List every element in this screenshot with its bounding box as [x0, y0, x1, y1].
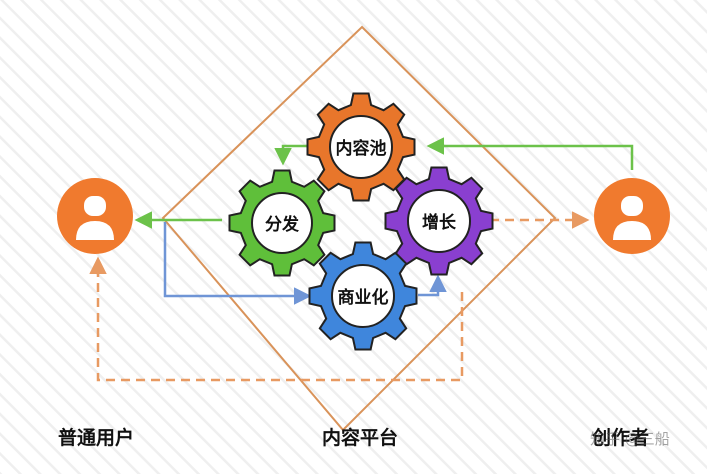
- gear-label-distribution: 分发: [265, 214, 300, 235]
- user-icon: [613, 196, 651, 240]
- platform-diamond: [161, 25, 557, 432]
- user-icon: [76, 196, 114, 240]
- gear-growth: 增长: [384, 166, 494, 276]
- gear-label-growth: 增长: [422, 212, 457, 233]
- creator-node: [594, 178, 670, 254]
- watermark: 知乎 @三船: [590, 430, 670, 448]
- label-creator: 创作者: [592, 427, 650, 449]
- label-ordinary-users: 普通用户: [58, 427, 135, 449]
- arrow-pool-to-distribution: [274, 144, 312, 166]
- gear-distribution: 分发: [228, 169, 336, 277]
- gear-label-monetization: 商业化: [338, 287, 389, 308]
- gear-monetization: 商业化: [308, 241, 418, 351]
- ordinary-user-node: [57, 178, 133, 254]
- gear-content-pool: 内容池: [306, 92, 416, 202]
- arrow-creator-to-pool: [426, 137, 634, 170]
- label-content-platform: 内容平台: [322, 427, 399, 449]
- gear-label-content-pool: 内容池: [336, 138, 387, 159]
- dashed-loop-to-users: [89, 256, 464, 382]
- arrow-distribution-to-monetization: [163, 222, 312, 305]
- arrow-monetization-to-growth: [418, 274, 447, 297]
